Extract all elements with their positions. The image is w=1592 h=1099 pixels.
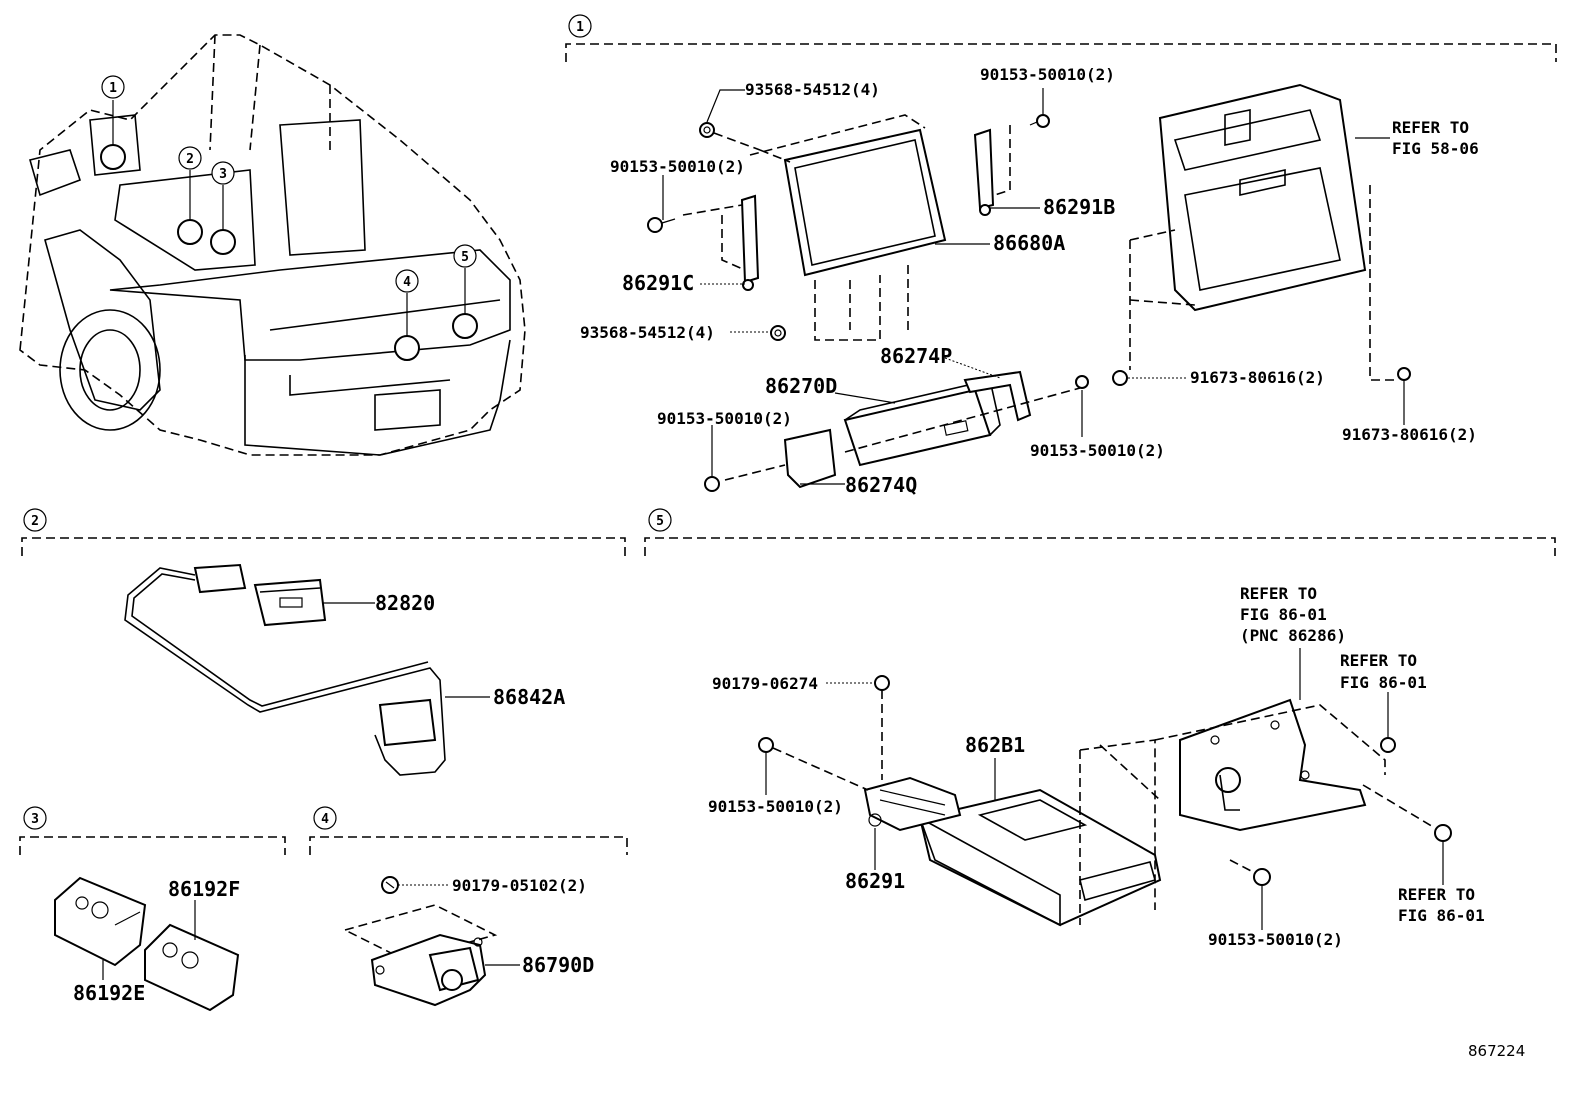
section-5-number: 5: [656, 514, 664, 529]
screw-93568-top: [699, 122, 715, 138]
overview-marker-1: 1: [100, 75, 126, 170]
label-86291: 86291: [845, 869, 905, 893]
label-86270D: 86270D: [765, 374, 837, 398]
label-refer-58-06-line2: FIG 58-06: [1392, 139, 1479, 158]
overview-marker-5: 5: [452, 244, 478, 339]
unit-86270D: [843, 379, 1001, 467]
section-5: 5: [644, 508, 1556, 949]
switch-86192E: [54, 876, 147, 967]
bracket-refer-86286: [1154, 698, 1386, 832]
harness-86842A: [124, 563, 446, 776]
label-refer-58-06-line1: REFER TO: [1392, 118, 1469, 137]
section-4-number: 4: [321, 812, 329, 827]
label-90153-topright: 90153-50010(2): [980, 65, 1115, 84]
label-86291B: 86291B: [1043, 195, 1115, 219]
label-82820: 82820: [375, 591, 435, 615]
label-90153-left: 90153-50010(2): [610, 157, 745, 176]
label-90179-05102: 90179-05102(2): [452, 876, 587, 895]
section-4: 4 90179-05102(2) 86790D: [309, 806, 628, 1007]
label-86274P: 86274P: [880, 344, 952, 368]
label-862B1: 862B1: [965, 733, 1025, 757]
label-refer-86286-line3: (PNC 86286): [1240, 626, 1346, 645]
label-93568-bottom: 93568-54512(4): [580, 323, 715, 342]
bracket-86274P: [963, 370, 1032, 422]
label-91673-mid: 91673-80616(2): [1190, 368, 1325, 387]
screw-90153-lowmid: [1075, 375, 1089, 389]
section-3: 3 86192F 86192E: [19, 806, 286, 1012]
bracket-86291: [863, 776, 962, 832]
section-2-number: 2: [31, 514, 39, 529]
overview-marker-2: 2: [177, 146, 203, 245]
svg-text:5: 5: [461, 250, 469, 265]
screw-90153-lowleft: [704, 476, 720, 492]
bracket-86291B: [973, 125, 1011, 216]
camera-86790D: [370, 933, 487, 1007]
label-refer-86-01-top-line1: REFER TO: [1340, 651, 1417, 670]
svg-text:1: 1: [109, 81, 117, 96]
section-2: 2 82820 86842A: [21, 508, 626, 776]
label-refer-86286-line1: REFER TO: [1240, 584, 1317, 603]
screw-91673-mid: [1112, 370, 1128, 386]
label-90179-06274: 90179-06274: [712, 674, 818, 693]
screw-90153-bottom-s5: [1253, 868, 1271, 886]
label-refer-86286-line2: FIG 86-01: [1240, 605, 1327, 624]
label-refer-86-01-bottom-line2: FIG 86-01: [1398, 906, 1485, 925]
nut-refer-top: [1380, 737, 1396, 753]
label-86192F: 86192F: [168, 877, 240, 901]
overview-marker-4: 4: [394, 269, 420, 361]
label-90153-lowmid: 90153-50010(2): [1030, 441, 1165, 460]
screw-90153-topright: [1029, 114, 1050, 128]
center-bezel: [1129, 83, 1395, 381]
label-86842A: 86842A: [493, 685, 565, 709]
svg-text:4: 4: [403, 275, 411, 290]
label-86192E: 86192E: [73, 981, 145, 1005]
label-90153-left-s5: 90153-50010(2): [708, 797, 843, 816]
label-86790D: 86790D: [522, 953, 594, 977]
bracket-86274Q: [783, 428, 837, 489]
nut-90179-06274: [874, 675, 890, 691]
unit-862B1: [918, 739, 1162, 927]
label-86274Q: 86274Q: [845, 473, 917, 497]
figure-id: 867224: [1468, 1042, 1525, 1060]
label-86680A: 86680A: [993, 231, 1065, 255]
switch-86192F: [144, 923, 240, 1012]
svg-text:3: 3: [219, 167, 227, 182]
label-90153-bottom-s5: 90153-50010(2): [1208, 930, 1343, 949]
label-86291C: 86291C: [622, 271, 694, 295]
section-1: 1: [565, 14, 1557, 497]
vehicle-overview: [19, 34, 526, 456]
screw-90153-left-s5: [758, 737, 774, 753]
screw-91673-right: [1397, 367, 1411, 381]
label-91673-right: 91673-80616(2): [1342, 425, 1477, 444]
section-1-number: 1: [576, 20, 584, 35]
bracket-86291C: [721, 194, 760, 291]
overview-marker-3: 3: [210, 161, 236, 255]
screw-90153-left: [647, 217, 676, 233]
display-monitor-86680A: [749, 114, 947, 341]
label-90153-lowleft: 90153-50010(2): [657, 409, 792, 428]
screw-refer-bottom: [1434, 824, 1452, 842]
label-refer-86-01-bottom-line1: REFER TO: [1398, 885, 1475, 904]
screw-90179-05102: [381, 876, 399, 894]
screw-93568-bottom: [770, 325, 786, 341]
section-3-number: 3: [31, 812, 39, 827]
usb-port-82820: [253, 578, 327, 627]
svg-text:2: 2: [186, 152, 194, 167]
label-refer-86-01-top-line2: FIG 86-01: [1340, 673, 1427, 692]
label-93568-top: 93568-54512(4): [745, 80, 880, 99]
